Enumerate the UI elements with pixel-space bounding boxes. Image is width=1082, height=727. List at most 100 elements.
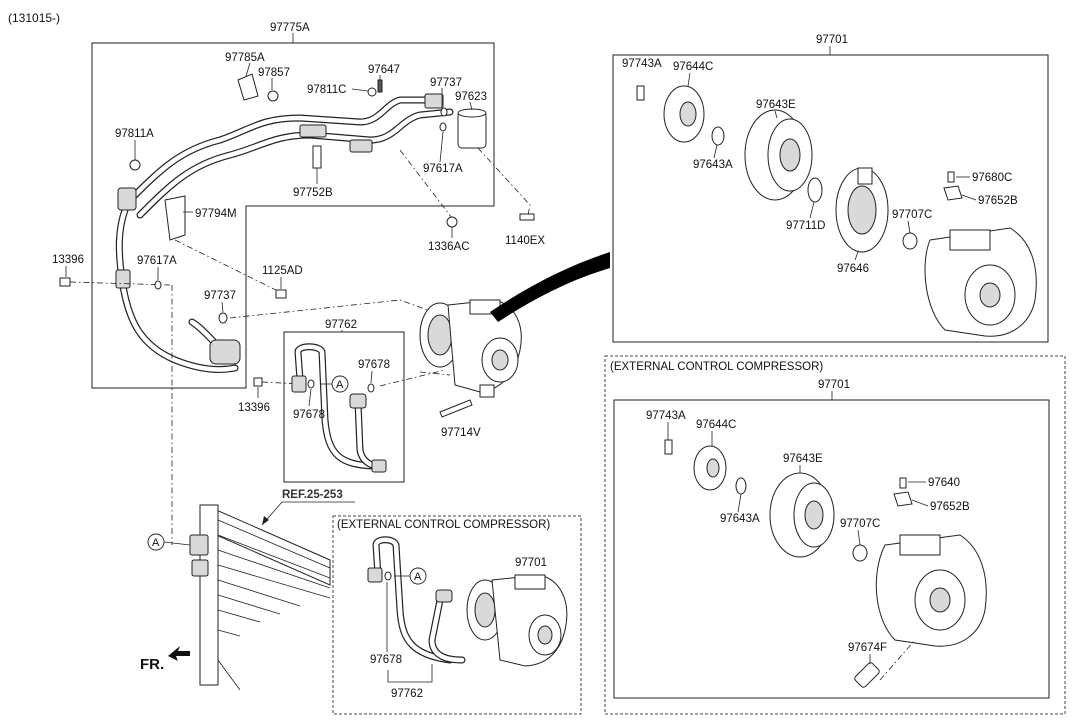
leader <box>774 110 778 119</box>
label-97811C: 97811C <box>307 84 346 96</box>
label-97775A: 97775A <box>270 22 310 34</box>
leader <box>221 301 224 313</box>
connection-a-label: A <box>336 379 344 391</box>
leader <box>911 499 929 507</box>
label-97647: 97647 <box>368 64 400 76</box>
compressor-body-mid <box>875 534 987 647</box>
dash-97737 <box>229 299 456 321</box>
diagram-code: (131015-) <box>8 11 60 25</box>
zoom-indicator <box>490 252 610 322</box>
discharge-hose-ext <box>372 536 466 664</box>
label-97623: 97623 <box>455 91 487 103</box>
field-coil-97646 <box>835 167 889 253</box>
label-97743A-mid: 97743A <box>646 410 686 422</box>
leader <box>854 251 859 261</box>
o-ring-97678 <box>307 379 315 389</box>
ref-arrowhead <box>262 516 269 525</box>
label-97737-mid: 97737 <box>204 290 236 302</box>
snap-ring-97643A-top <box>711 126 725 146</box>
dash-to-1125AD <box>174 239 281 293</box>
label-97643A-mid: 97643A <box>720 513 760 525</box>
hose-fitting <box>209 339 241 365</box>
snap-ring-97643A-mid <box>735 477 747 495</box>
label-97644C-top: 97644C <box>673 61 713 73</box>
leader <box>713 144 718 159</box>
hub-plate-center <box>679 101 697 127</box>
compressor-ext <box>466 574 568 667</box>
compressor-main <box>419 299 522 398</box>
suction-hose <box>126 96 454 219</box>
hose-fitting <box>349 139 373 153</box>
hose-fitting <box>117 187 137 211</box>
bracket-leader-97762 <box>387 664 433 683</box>
label-97678-b: 97678 <box>293 409 325 421</box>
bolt-13396-b <box>253 377 263 387</box>
compressor-detail-box <box>612 54 1049 343</box>
label-1336AC: 1336AC <box>428 241 470 253</box>
label-97680C: 97680C <box>972 172 1012 184</box>
leader <box>809 201 815 219</box>
dash-97674F <box>879 639 916 681</box>
receiver-drier-cap <box>457 108 487 118</box>
connection-a-label-condenser: A <box>152 537 160 549</box>
o-ring-97707C-top <box>902 232 918 250</box>
hose-fitting <box>371 459 387 473</box>
label-97701-mid: 97701 <box>818 379 850 391</box>
bolt-97680C <box>947 171 955 183</box>
label-97646: 97646 <box>837 263 869 275</box>
leader <box>961 194 977 201</box>
hose-fitting <box>349 393 367 409</box>
bolt-1336AC <box>446 216 458 228</box>
bolt-97647 <box>377 79 383 93</box>
dash-13396 <box>69 281 171 286</box>
leader <box>907 220 911 234</box>
label-97762-bottom: 97762 <box>391 688 423 700</box>
hose-fitting <box>115 269 131 289</box>
hose-fitting <box>435 589 453 603</box>
condenser <box>189 504 331 691</box>
label-97678-bottom: 97678 <box>370 654 402 666</box>
label-97811A: 97811A <box>115 128 154 140</box>
pulley-97643E-mid <box>769 472 835 558</box>
front-arrow-icon <box>168 646 190 661</box>
compressor-body-top <box>924 227 1037 337</box>
hose-bracket <box>164 195 186 241</box>
label-97643E-top: 97643E <box>756 99 796 111</box>
label-1140EX: 1140EX <box>505 235 545 247</box>
dash-97678 <box>379 369 446 387</box>
cap-97811A <box>129 159 141 171</box>
snap-ring-97711D <box>807 177 823 203</box>
hose-assembly-box <box>91 42 495 389</box>
hose-fitting <box>424 93 444 109</box>
dash-compressor <box>419 371 451 376</box>
external-control-title-right: (EXTERNAL CONTROL COMPRESSOR) <box>610 361 823 373</box>
connection-a-label-ext: A <box>414 571 422 583</box>
label-13396-b: 13396 <box>238 402 270 414</box>
leader-lines-left <box>134 62 473 213</box>
hub-plate-center <box>706 458 720 478</box>
hose-fitting <box>299 124 327 138</box>
external-control-box-right <box>604 355 1066 715</box>
leader <box>163 541 191 546</box>
label-97794M: 97794M <box>195 208 237 220</box>
label-97752B: 97752B <box>293 187 333 199</box>
compressor-detail-box-ext <box>613 399 1050 699</box>
hose-fitting <box>291 375 307 393</box>
label-97617A-mid: 97617A <box>137 255 177 267</box>
label-97678-a: 97678 <box>358 359 390 371</box>
front-direction-label: FR. <box>140 656 164 673</box>
pulley-97643E-top <box>744 109 813 201</box>
bolt-1125AD <box>275 289 287 299</box>
label-97643A-top: 97643A <box>693 159 733 171</box>
o-ring-97617A <box>439 122 447 132</box>
external-control-box-bottom <box>332 515 582 715</box>
label-97785A: 97785A <box>225 52 265 64</box>
bolt-1140EX <box>519 213 535 221</box>
bolt-13396-a <box>59 277 71 287</box>
leader <box>687 72 691 87</box>
label-97711D: 97711D <box>786 220 825 232</box>
dash-to-1140EX <box>477 147 531 216</box>
bracket-97652B-top <box>943 185 963 201</box>
bracket-97652B-mid <box>893 491 913 507</box>
pressure-sensor-97752B <box>312 145 322 169</box>
